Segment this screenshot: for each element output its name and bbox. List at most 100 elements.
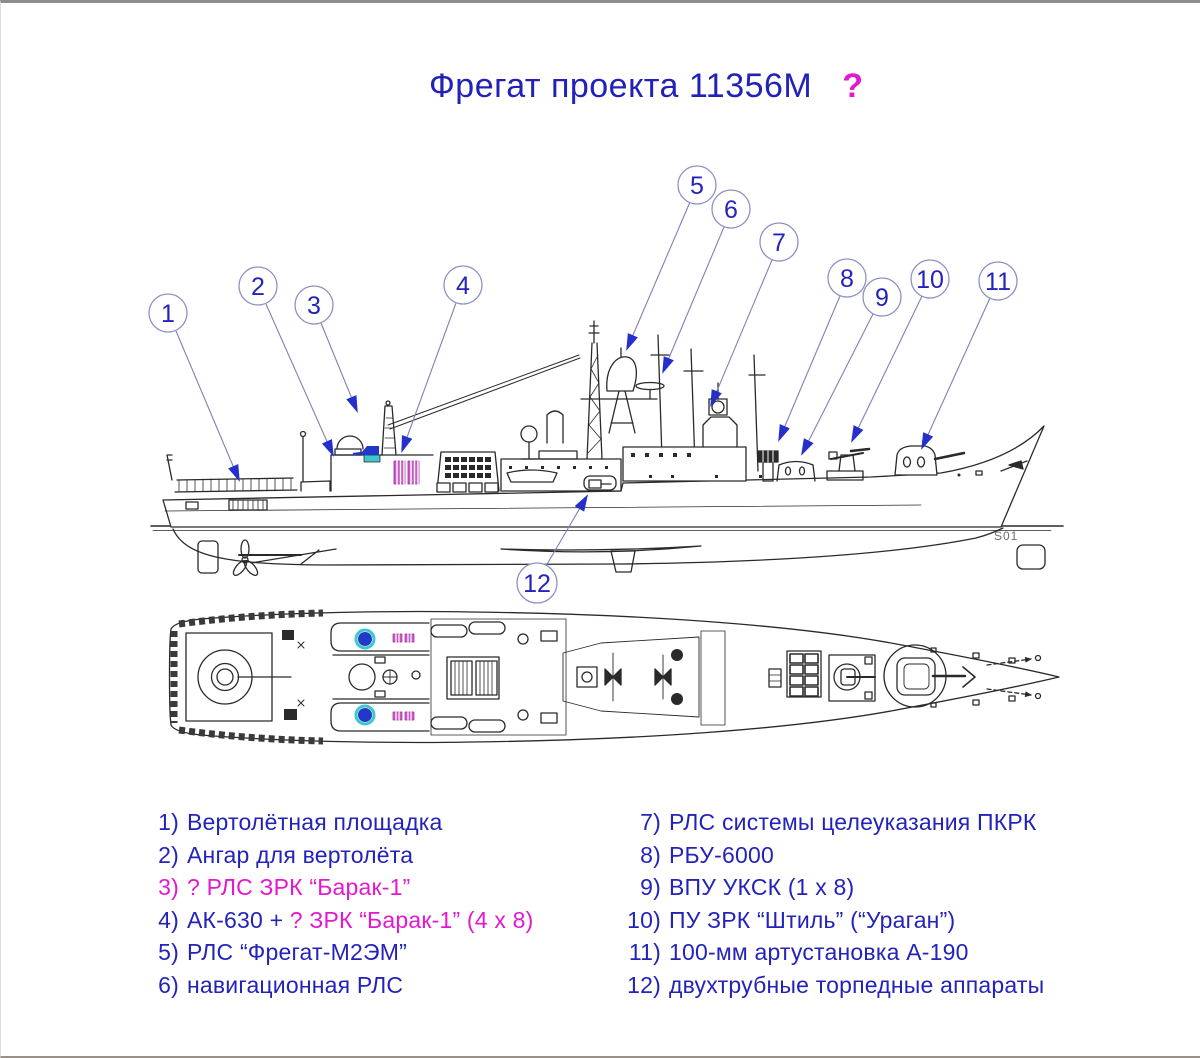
svg-text:2: 2 — [251, 273, 265, 301]
svg-text:10: 10 — [916, 266, 944, 294]
legend-item-6: 6)навигационная РЛС — [158, 971, 404, 998]
callout-3: 3 — [294, 285, 334, 325]
callout-4: 4 — [443, 265, 483, 305]
svg-text:6: 6 — [724, 196, 738, 224]
navigation-radar — [635, 381, 665, 400]
legend-left-column: 1)Вертолётная площадка 2)Ангар для верто… — [145, 806, 533, 1001]
leader-10 — [851, 295, 923, 443]
propeller-shaft — [250, 548, 337, 565]
crane — [381, 354, 581, 456]
stern-hatch — [185, 501, 199, 510]
satcom-radome-ball — [520, 425, 538, 443]
propeller — [232, 539, 259, 577]
legend-item-9: 9)ВПУ УКСК (1 x 8) — [640, 874, 855, 900]
leader-1 — [175, 330, 240, 482]
frigate-diagram: S01 — [148, 165, 1064, 745]
deck-fittings — [282, 630, 297, 720]
callout-circles: 1 2 3 4 5 6 7 8 9 10 11 12 — [148, 165, 1018, 604]
svg-text:5: 5 — [690, 172, 704, 200]
callout-9: 9 — [862, 277, 902, 317]
legend-item-8: 8)РБУ-6000 — [640, 841, 774, 868]
rbu6000-launcher — [757, 450, 779, 482]
bow-details — [957, 460, 1028, 477]
leader-9 — [801, 313, 874, 456]
funnel-grilles — [445, 457, 491, 478]
bilge-keel — [500, 545, 702, 553]
mast-platform-plan — [562, 630, 726, 726]
midship-plan — [430, 618, 567, 736]
funnel-uptakes-plan — [446, 656, 500, 700]
svg-text:1: 1 — [161, 300, 175, 328]
callout-5: 5 — [677, 165, 717, 205]
svg-text:4: 4 — [456, 272, 470, 300]
legend-item-3: 3)? РЛС ЗРК “Барак-1” — [158, 874, 411, 900]
hull-knuckle-line — [164, 504, 922, 512]
svg-text:11: 11 — [985, 268, 1011, 296]
svg-text:7: 7 — [772, 229, 786, 257]
stabilizer-fin — [610, 550, 636, 573]
callout-10: 10 — [910, 259, 950, 299]
legend-item-5: 5)РЛС “Фрегат-М2ЭМ” — [158, 939, 407, 965]
flight-deck — [166, 454, 298, 493]
leader-2 — [265, 303, 334, 457]
callout-8: 8 — [827, 258, 867, 298]
funnel — [436, 451, 500, 493]
legend-item-12: 12)двухтрубные торпедные аппараты — [627, 971, 1045, 998]
legend-right-column: 7)РЛС системы целеуказания ПКРК 8)РБУ-60… — [617, 806, 1044, 1001]
side-profile-view: S01 — [150, 320, 1064, 577]
svg-text:3: 3 — [307, 292, 321, 320]
leader-6 — [662, 226, 725, 374]
fregat-radar-antenna — [606, 356, 638, 392]
legend-item-2: 2)Ангар для вертолёта — [158, 841, 414, 868]
svg-text:9: 9 — [875, 284, 889, 312]
leader-5 — [626, 201, 691, 351]
leader-12 — [545, 494, 589, 567]
page-title: Фрегат проекта 11356М — [428, 67, 813, 105]
torpedo-tubes — [583, 475, 617, 491]
barak-vls-marker-plan — [392, 633, 415, 721]
uksk-vls-plan — [768, 650, 822, 698]
shtil-launcher-plan — [828, 654, 876, 702]
director-dome — [546, 410, 564, 444]
underwater-hull — [172, 527, 1046, 577]
ship-boat — [506, 469, 558, 483]
svg-text:12: 12 — [523, 570, 551, 598]
leader-3 — [320, 322, 358, 413]
antenna-poles — [650, 334, 766, 472]
main-mast — [580, 320, 658, 460]
leader-11 — [921, 297, 991, 450]
liferaft-boxes — [436, 482, 499, 493]
hull-number: S01 — [994, 529, 1018, 543]
legend-item-11: 11)100-мм артустановка А-190 — [628, 939, 969, 965]
radar-pedestal-tower — [608, 390, 636, 434]
a190-gun-plan — [883, 644, 967, 708]
stern-flagstaff — [166, 454, 173, 481]
callout-6: 6 — [711, 189, 751, 229]
pkrk-radar-tower — [702, 416, 738, 448]
leader-8 — [778, 295, 841, 442]
forward-deckhouse — [622, 382, 762, 482]
hangar-bays-plan — [330, 622, 430, 732]
hangar-roof-radome — [336, 435, 364, 450]
rudder — [197, 540, 219, 574]
shtil-launcher — [826, 447, 871, 481]
leader-7 — [710, 259, 773, 407]
svg-text:8: 8 — [840, 265, 854, 293]
callout-11: 11 — [978, 261, 1018, 301]
callout-1: 1 — [148, 293, 188, 333]
legend-item-4: 4)АК-630 + ? ЗРК “Барак-1” (4 x 8) — [158, 906, 534, 933]
flight-deck-nets — [170, 609, 324, 745]
barak-vls-marker-side — [393, 460, 420, 485]
callout-7: 7 — [759, 222, 799, 262]
deck-plan-view — [168, 609, 1060, 745]
ak630-marker — [352, 446, 381, 463]
ak630-marker-plan — [354, 628, 376, 726]
page-title-row: Фрегат проекта 11356М ? — [1, 67, 1200, 106]
title-question-mark: ? — [842, 67, 864, 105]
bow-sonar-bulb — [1016, 544, 1046, 570]
bow-plan-details — [930, 647, 1042, 708]
leader-lines — [175, 201, 991, 567]
uksk-deckhouse — [776, 460, 816, 482]
helipad — [185, 632, 292, 722]
